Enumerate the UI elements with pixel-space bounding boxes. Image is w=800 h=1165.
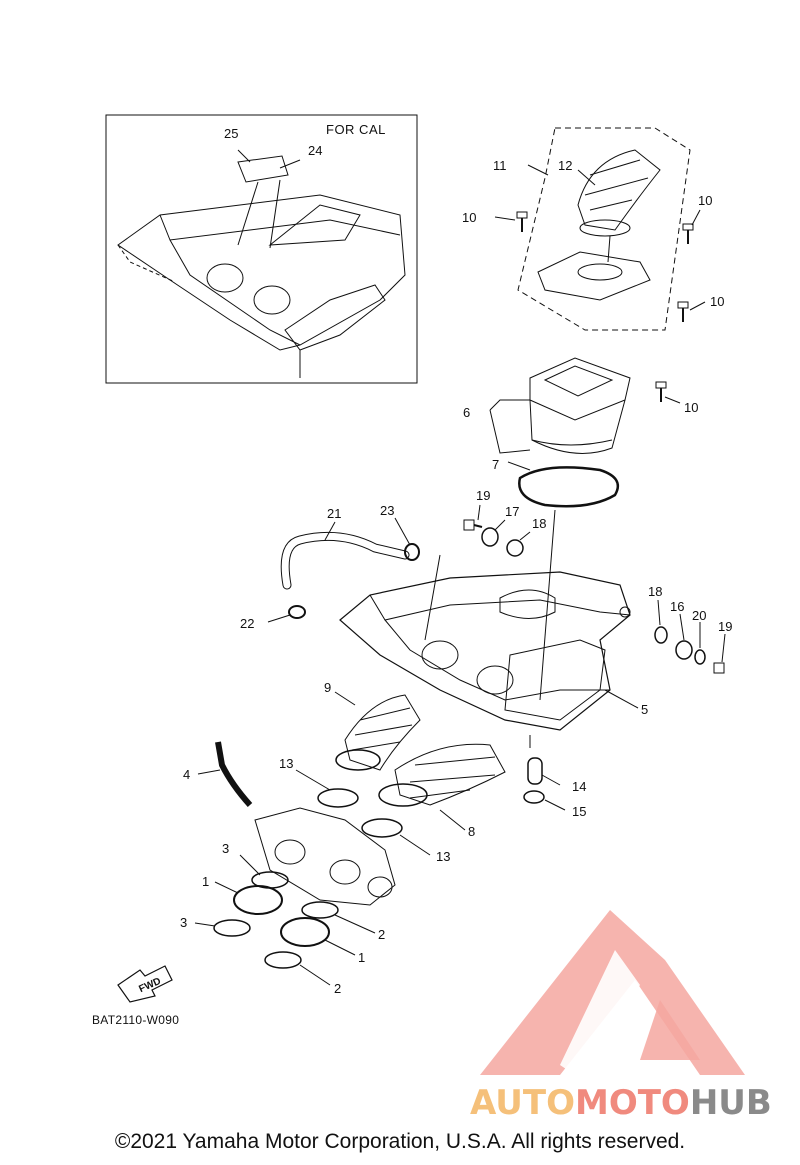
callout-13-b: 13 bbox=[436, 849, 450, 864]
clamp-2-a bbox=[301, 901, 339, 919]
clamp-22 bbox=[288, 605, 306, 619]
spacer-16 bbox=[675, 640, 693, 660]
callout-20: 20 bbox=[692, 608, 706, 623]
screw-10-d bbox=[655, 381, 667, 402]
callout-19-right: 19 bbox=[718, 619, 732, 634]
callout-3-b: 3 bbox=[180, 915, 187, 930]
callout-14: 14 bbox=[572, 779, 586, 794]
fwd-label: FWD bbox=[137, 976, 162, 995]
callout-15: 15 bbox=[572, 804, 586, 819]
joint-1-b bbox=[280, 917, 330, 947]
callout-16: 16 bbox=[670, 599, 684, 614]
bolt-19-right bbox=[713, 662, 725, 674]
clamp-15 bbox=[523, 790, 545, 804]
callout-3-a: 3 bbox=[222, 841, 229, 856]
callout-10-b: 10 bbox=[698, 193, 712, 208]
callout-17: 17 bbox=[505, 504, 519, 519]
callout-12: 12 bbox=[558, 158, 572, 173]
washer-18-right bbox=[654, 626, 668, 644]
callout-4: 4 bbox=[183, 767, 190, 782]
callout-2-b: 2 bbox=[334, 981, 341, 996]
callout-5: 5 bbox=[641, 702, 648, 717]
drawing-code: BAT2110-W090 bbox=[92, 1013, 179, 1027]
callout-labels: 25 24 11 12 10 10 10 10 6 7 19 17 18 21 … bbox=[180, 126, 732, 996]
brand-moto: MOTO bbox=[575, 1083, 690, 1123]
inset-for-cal: FOR CAL bbox=[105, 114, 418, 384]
callout-22: 22 bbox=[240, 616, 254, 631]
callout-19-upper: 19 bbox=[476, 488, 490, 503]
callout-1-a: 1 bbox=[202, 874, 209, 889]
callout-10-a: 10 bbox=[462, 210, 476, 225]
o-ring-7 bbox=[518, 466, 620, 508]
callout-24: 24 bbox=[308, 143, 322, 158]
callout-9: 9 bbox=[324, 680, 331, 695]
callout-6: 6 bbox=[463, 405, 470, 420]
leader-lines bbox=[194, 164, 726, 986]
clamp-23 bbox=[404, 543, 420, 561]
screw-10-b bbox=[682, 223, 694, 244]
hose-4 bbox=[215, 741, 253, 808]
washer-20 bbox=[694, 649, 706, 665]
brand-hub: HUB bbox=[690, 1083, 772, 1123]
screw-10-c bbox=[677, 301, 689, 322]
brand-auto: AUTO bbox=[470, 1083, 575, 1123]
duct-assembly bbox=[517, 127, 691, 331]
clamp-13-a bbox=[317, 788, 359, 808]
callout-10-d: 10 bbox=[684, 400, 698, 415]
grommet-17 bbox=[481, 527, 499, 547]
joint-1-a bbox=[233, 885, 283, 915]
callout-23: 23 bbox=[380, 503, 394, 518]
intake-joint-9 bbox=[335, 694, 421, 771]
copyright-notice: ©2021 Yamaha Motor Corporation, U.S.A. A… bbox=[114, 1130, 686, 1153]
callout-21: 21 bbox=[327, 506, 341, 521]
airbox-5 bbox=[339, 571, 631, 748]
callout-11: 11 bbox=[493, 158, 507, 173]
callout-25: 25 bbox=[224, 126, 238, 141]
callout-2-a: 2 bbox=[378, 927, 385, 942]
callout-18-upper: 18 bbox=[532, 516, 546, 531]
automotohub-logo bbox=[480, 910, 745, 1075]
bolt-19-upper bbox=[463, 519, 483, 531]
intake-joint-8 bbox=[378, 743, 506, 807]
clamp-3-a bbox=[251, 871, 289, 889]
callout-13-a: 13 bbox=[279, 756, 293, 771]
washer-18-upper bbox=[506, 539, 524, 557]
callout-18-right: 18 bbox=[648, 584, 662, 599]
fwd-arrow-icon: FWD bbox=[117, 965, 173, 1003]
inset-title: FOR CAL bbox=[326, 122, 386, 137]
clamp-13-b bbox=[361, 818, 403, 838]
callout-10-c: 10 bbox=[710, 294, 724, 309]
automotohub-wordmark: AUTOMOTOHUB bbox=[470, 1083, 772, 1123]
drain-14 bbox=[527, 757, 543, 785]
callout-1-b: 1 bbox=[358, 950, 365, 965]
hose-21 bbox=[280, 531, 410, 590]
clamp-3-b bbox=[213, 919, 251, 937]
filter-element-6 bbox=[529, 357, 631, 454]
throttle-body bbox=[254, 807, 396, 906]
clamp-2-b bbox=[264, 951, 302, 969]
callout-8: 8 bbox=[468, 824, 475, 839]
callout-7: 7 bbox=[492, 457, 499, 472]
screw-10-a bbox=[516, 211, 528, 232]
svg-text:AUTOMOTOHUB: AUTOMOTOHUB bbox=[470, 1083, 772, 1123]
